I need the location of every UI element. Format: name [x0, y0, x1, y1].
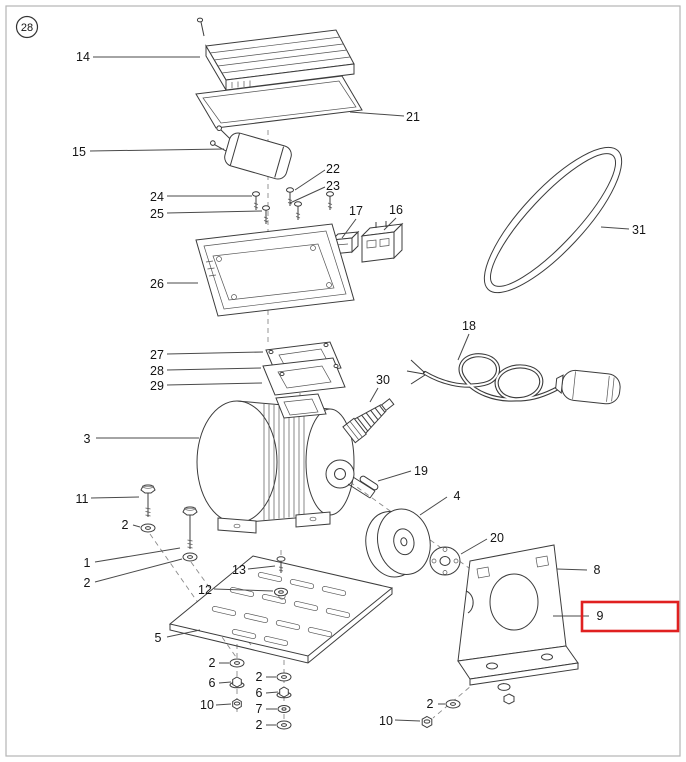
- part-shaft-key: [359, 475, 379, 491]
- part-label-15: 15: [72, 145, 86, 159]
- part-power-cord: [406, 353, 621, 405]
- part-label-20: 20: [490, 531, 504, 545]
- part-label-10: 10: [200, 698, 214, 712]
- part-screw-small: [276, 556, 286, 573]
- part-bolt-long: [182, 506, 198, 549]
- part-label-4: 4: [454, 489, 461, 503]
- part-label-12: 12: [198, 583, 212, 597]
- part-label-14: 14: [76, 50, 90, 64]
- part-washer: [276, 672, 292, 682]
- part-label-2: 2: [122, 518, 129, 532]
- plug: [555, 369, 621, 405]
- part-pulley: [365, 508, 431, 578]
- part-label-29: 29: [150, 379, 164, 393]
- highlight-box: [580, 600, 680, 633]
- part-base-plate: [168, 555, 394, 664]
- part-label-6: 6: [256, 686, 263, 700]
- part-label-5: 5: [155, 631, 162, 645]
- part-housing-tray: [195, 223, 355, 317]
- part-flange-nut: [276, 686, 292, 699]
- part-plate-gasket: [195, 75, 363, 129]
- part-motor: [196, 393, 376, 534]
- part-cover: [205, 29, 355, 92]
- part-label-8: 8: [594, 563, 601, 577]
- part-label-23: 23: [326, 179, 340, 193]
- part-washer: [274, 587, 288, 597]
- part-label-31: 31: [632, 223, 646, 237]
- part-hub: [429, 546, 461, 576]
- part-label-6: 6: [209, 676, 216, 690]
- part-label-13: 13: [232, 563, 246, 577]
- part-label-16: 16: [389, 203, 403, 217]
- part-label-17: 17: [349, 204, 363, 218]
- part-nut: [421, 715, 433, 729]
- part-label-2: 2: [256, 718, 263, 732]
- part-strain-relief: [342, 398, 395, 444]
- leader-lines: [89, 56, 630, 726]
- part-flange-frames: [262, 341, 346, 396]
- part-label-21: 21: [406, 110, 420, 124]
- part-label-7: 7: [256, 702, 263, 716]
- part-label-9: 9: [597, 609, 604, 623]
- part-label-24: 24: [150, 190, 164, 204]
- mounting-screws: [252, 187, 334, 224]
- part-label-25: 25: [150, 207, 164, 221]
- part-label-1: 1: [84, 556, 91, 570]
- part-flange-nut: [229, 676, 245, 689]
- part-washer: [140, 523, 156, 533]
- part-spring-washer: [277, 705, 291, 713]
- part-washer: [229, 658, 245, 668]
- part-label-3: 3: [84, 432, 91, 446]
- page-number: 28: [21, 22, 33, 34]
- part-label-28: 28: [150, 364, 164, 378]
- page-number-badge: 28: [15, 15, 39, 39]
- part-bracket: [457, 544, 579, 705]
- part-label-2: 2: [427, 697, 434, 711]
- part-washer: [276, 720, 292, 730]
- part-v-belt: [483, 146, 623, 294]
- part-label-2: 2: [84, 576, 91, 590]
- part-label-18: 18: [462, 319, 476, 333]
- part-switch: [360, 221, 404, 263]
- part-label-10: 10: [379, 714, 393, 728]
- part-labels: 14 21 15 22 23 24 25 17 16 31 26 18 27 2…: [72, 50, 646, 732]
- part-label-11: 11: [76, 492, 89, 506]
- part-label-27: 27: [150, 348, 164, 362]
- part-label-2: 2: [209, 656, 216, 670]
- part-label-2: 2: [256, 670, 263, 684]
- cover-screw: [196, 17, 205, 37]
- part-bolt-short: [140, 484, 156, 517]
- part-washer: [445, 699, 461, 709]
- part-label-19: 19: [414, 464, 428, 478]
- part-label-30: 30: [376, 373, 390, 387]
- part-label-22: 22: [326, 162, 340, 176]
- part-capacitor: [210, 125, 292, 180]
- part-nut: [232, 698, 242, 710]
- part-washer: [182, 552, 198, 562]
- part-label-26: 26: [150, 277, 164, 291]
